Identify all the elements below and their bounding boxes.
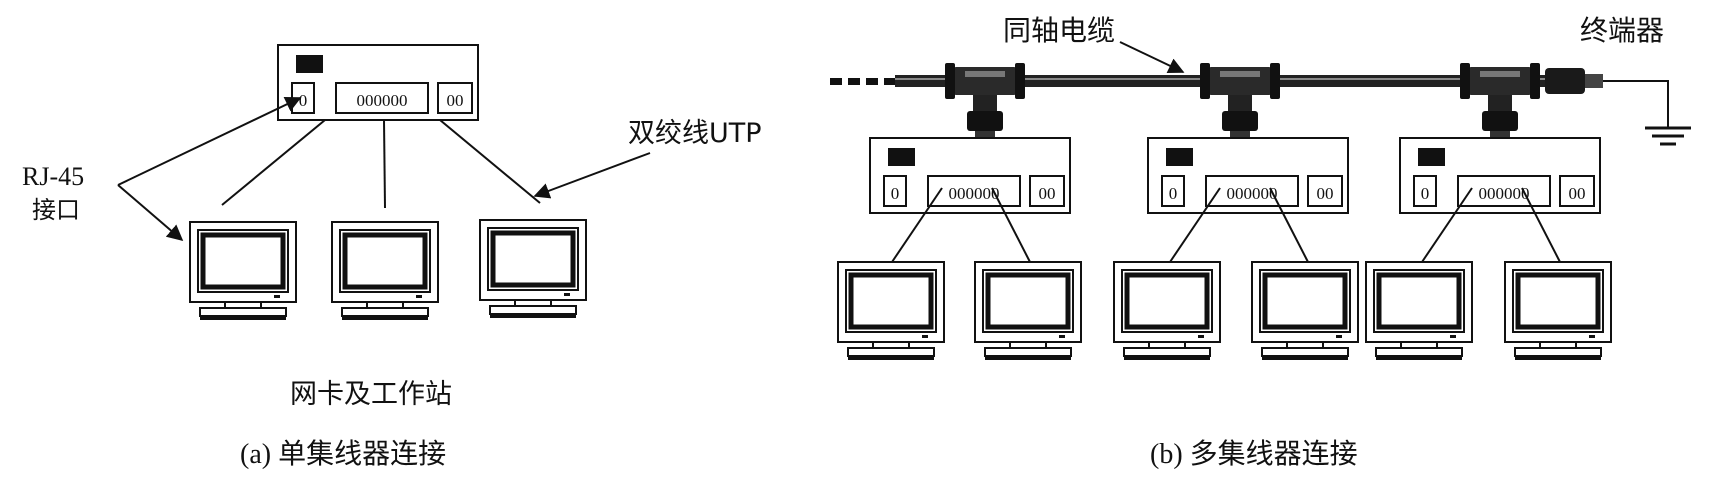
workstation-b5 (1366, 262, 1472, 360)
hub-b3: 0 000000 00 (1399, 137, 1601, 214)
workstation-b3 (1114, 262, 1220, 360)
panel-a: 0 000000 00 RJ-45 接口 双绞线UTP 网卡及工作站 (a) 单… (22, 44, 762, 470)
utp-cable-b5 (1421, 187, 1473, 263)
hub-b1-port-single: 0 (891, 184, 900, 203)
hub-b1: 0 000000 00 (869, 137, 1071, 214)
rj45-label-line2: 接口 (32, 196, 80, 224)
coax-arrow (1119, 41, 1185, 74)
workstation-a2 (332, 222, 438, 320)
utp-cable-2 (383, 119, 386, 209)
utp-label: 双绞线UTP (628, 118, 762, 149)
workstation-b6 (1505, 262, 1611, 360)
workstations-label: 网卡及工作站 (290, 379, 452, 410)
terminator-label: 终端器 (1580, 14, 1664, 47)
hub-a-ports-row: 000000 (357, 91, 408, 110)
workstation-b2 (975, 262, 1081, 360)
rj45-arrow-to-hub (117, 96, 302, 186)
hub-a-ports-pair: 00 (447, 91, 464, 110)
workstation-a3 (480, 220, 586, 318)
hub-b2-ports-row: 000000 (1227, 184, 1278, 203)
hub-b2: 0 000000 00 (1147, 137, 1349, 214)
workstation-a1 (190, 222, 296, 320)
hub-b1-ports-pair: 00 (1039, 184, 1056, 203)
hub-b3-ports-pair: 00 (1569, 184, 1586, 203)
caption-b: (b) 多集线器连接 (1150, 438, 1358, 470)
hub-a-port-single: 0 (299, 91, 308, 110)
rj45-label-line1: RJ-45 (22, 162, 84, 191)
coax-open-end (830, 78, 896, 85)
panel-b: 同轴电缆 终端器 0 000000 00 0 000000 00 0 00000… (830, 14, 1691, 470)
hub-b2-port-single: 0 (1169, 184, 1178, 203)
terminator (1545, 68, 1691, 146)
workstation-b1 (838, 262, 944, 360)
utp-cable-b3 (1169, 187, 1221, 263)
rj45-arrow-to-pc (117, 184, 184, 242)
utp-cable-b4 (1269, 187, 1309, 263)
t-connector-2 (1200, 63, 1280, 141)
coax-label: 同轴电缆 (1003, 14, 1115, 47)
hub-b3-ports-row: 000000 (1479, 184, 1530, 203)
utp-cable-3 (439, 119, 541, 204)
hub-b3-port-single: 0 (1421, 184, 1430, 203)
utp-cable-b1 (891, 187, 943, 263)
hub-b2-ports-pair: 00 (1317, 184, 1334, 203)
workstation-b4 (1252, 262, 1358, 360)
utp-cable-1 (221, 119, 326, 206)
utp-cable-b6 (1521, 187, 1561, 263)
t-connector-1 (945, 63, 1025, 141)
hub-a: 0 000000 00 (277, 44, 479, 121)
utp-arrow (533, 152, 651, 199)
hub-b1-ports-row: 000000 (949, 184, 1000, 203)
t-connector-3 (1460, 63, 1540, 141)
utp-cable-b2 (991, 187, 1031, 263)
caption-a: (a) 单集线器连接 (240, 438, 446, 470)
